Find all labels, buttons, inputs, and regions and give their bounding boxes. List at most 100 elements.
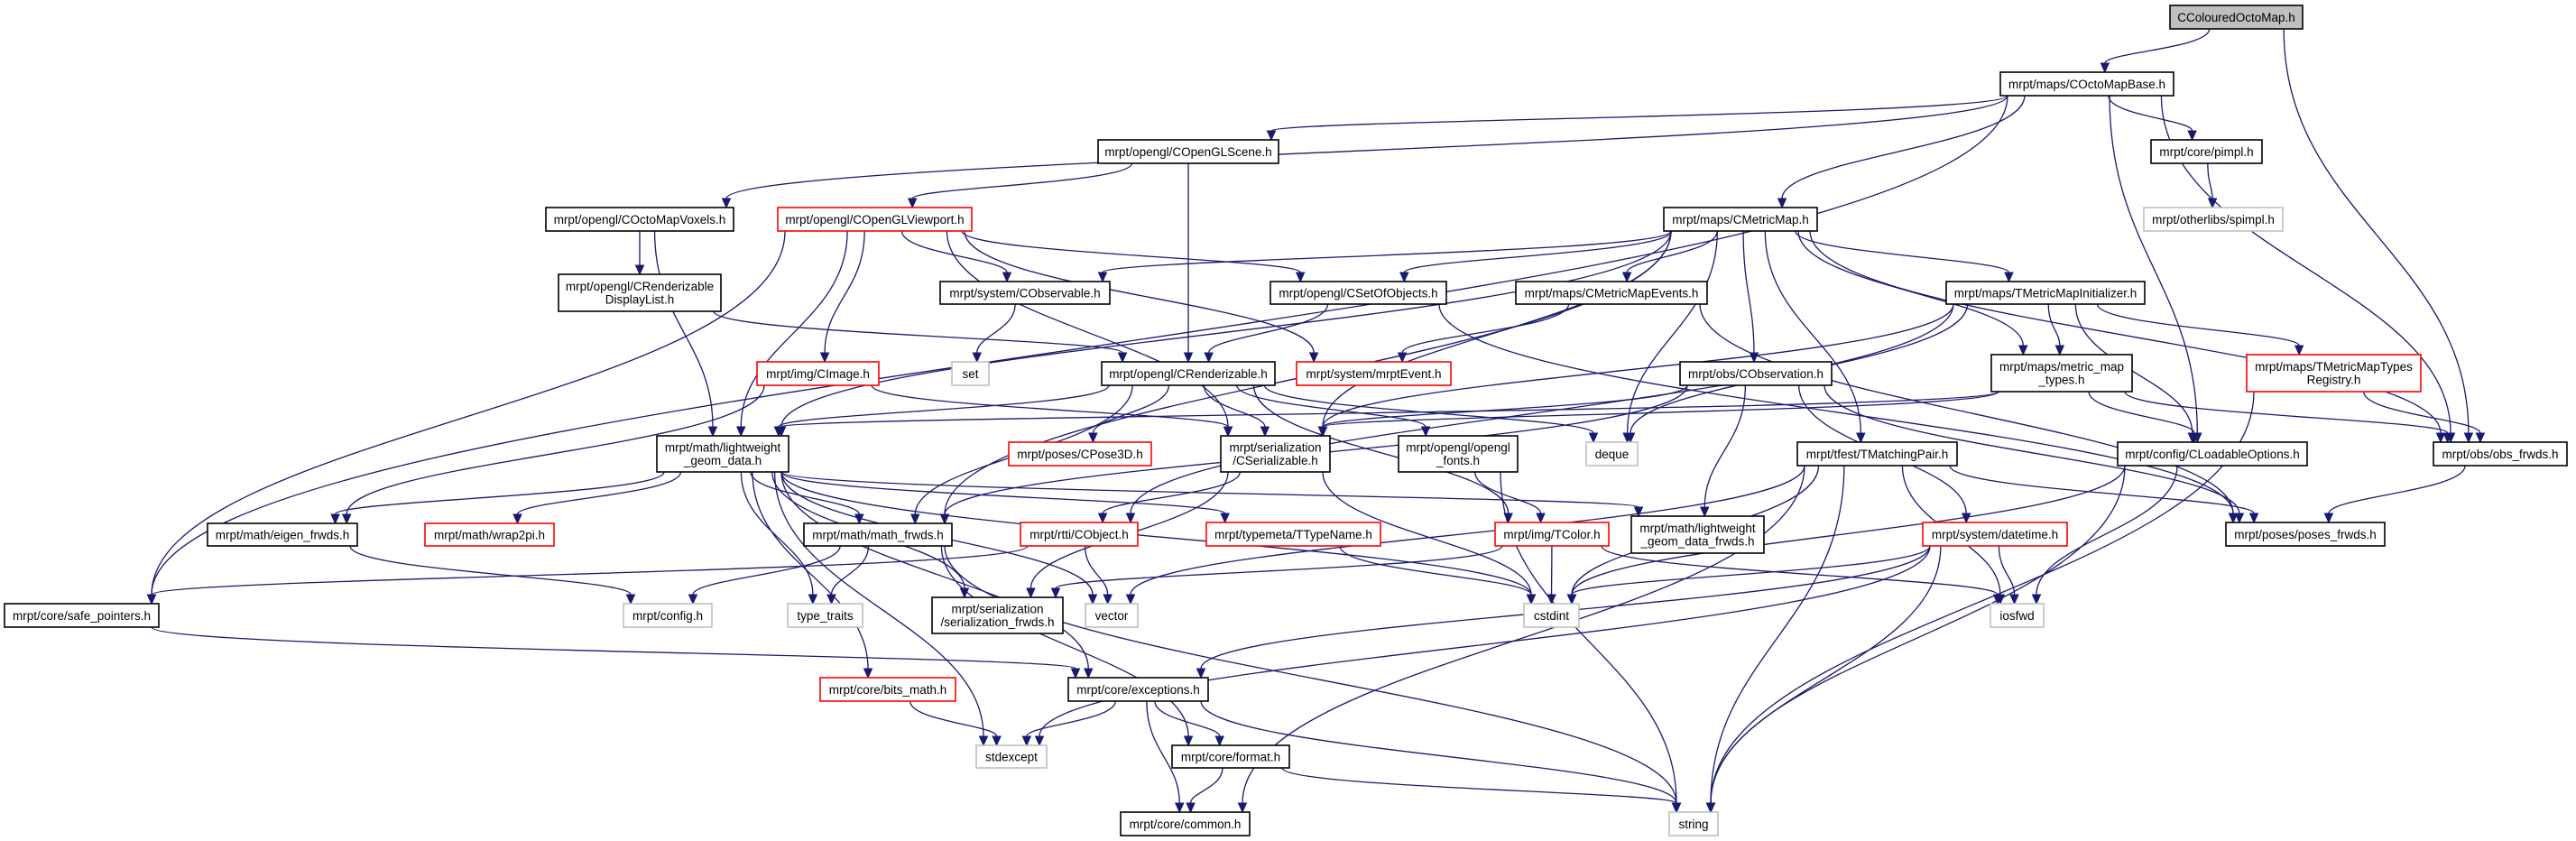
- edge-line: [1626, 230, 1718, 434]
- node-label: deque: [1595, 448, 1630, 461]
- arrowhead-icon: [2463, 432, 2474, 444]
- edge-line: [1189, 767, 1223, 804]
- node-string: string: [1668, 811, 1719, 836]
- node-mrpt-core-bits-math-h[interactable]: mrpt/core/bits_math.h: [819, 677, 956, 702]
- node-box: [1630, 515, 1765, 554]
- dependency-edge: [2108, 95, 2197, 142]
- node-mrpt-poses-cpose3d-h[interactable]: mrpt/poses/CPose3D.h: [1008, 441, 1152, 467]
- node-mrpt-opengl-copenglviewport-h[interactable]: mrpt/opengl/COpenGLViewport.h: [777, 207, 973, 232]
- node-mrpt-math-wrap2pi-h[interactable]: mrpt/math/wrap2pi.h: [424, 522, 555, 547]
- dependency-edge: [1566, 545, 1931, 605]
- arrowhead-icon: [1103, 594, 1113, 605]
- arrowhead-icon: [2248, 513, 2259, 524]
- node-mrpt-core-format-h[interactable]: mrpt/core/format.h: [1171, 744, 1290, 769]
- node-mrpt-otherlibs-spimpl-h: mrpt/otherlibs/spimpl.h: [2143, 207, 2284, 232]
- dependency-edge: [776, 391, 1999, 438]
- node-mrpt-core-common-h[interactable]: mrpt/core/common.h: [1120, 811, 1251, 836]
- node-label: _geom_data_frwds.h: [1639, 535, 1754, 549]
- node-box: [1220, 435, 1331, 473]
- node-label: cstdint: [1534, 609, 1569, 623]
- node-box: [939, 281, 1111, 305]
- node-mrpt-maps-coctomapbase-h[interactable]: mrpt/maps/COctoMapBase.h: [1999, 71, 2174, 97]
- arrowhead-icon: [2323, 513, 2334, 524]
- arrowhead-icon: [1420, 426, 1431, 438]
- node-mrpt-img-tcolor-h[interactable]: mrpt/img/TColor.h: [1494, 522, 1610, 547]
- node-mrpt-maps-cmetricmapevents-h[interactable]: mrpt/maps/CMetricMapEvents.h: [1515, 281, 1708, 305]
- arrowhead-icon: [978, 735, 989, 747]
- node-mrpt-core-pimpl-h[interactable]: mrpt/core/pimpl.h: [2150, 139, 2263, 164]
- dependency-edge: [907, 162, 1133, 209]
- node-mrpt-rtti-cobject-h[interactable]: mrpt/rtti/CObject.h: [1020, 522, 1139, 547]
- node-mrpt-opengl-copenglscene-h[interactable]: mrpt/opengl/COpenGLScene.h: [1097, 139, 1279, 164]
- node-mrpt-serialization-cserializable-h[interactable]: mrpt/serialization/CSerializable.h: [1220, 435, 1331, 473]
- edge-line: [151, 95, 2008, 596]
- node-mrpt-system-mrptevent-h[interactable]: mrpt/system/mrptEvent.h: [1296, 361, 1452, 386]
- edge-line: [151, 545, 1029, 596]
- node-mrpt-opengl-crenderizable-h[interactable]: mrpt/opengl/CRenderizable.h: [1101, 361, 1276, 386]
- dependency-edge: [1183, 163, 1194, 364]
- node-mrpt-serialization-serialization-frwds-h[interactable]: mrpt/serialization/serialization_frwds.h: [931, 596, 1064, 634]
- node-label: /serialization_frwds.h: [940, 615, 1054, 629]
- edge-line: [1026, 700, 1116, 737]
- edge-line: [1571, 545, 1931, 596]
- node-mrpt-maps-cmetricmap-h[interactable]: mrpt/maps/CMetricMap.h: [1663, 207, 1818, 232]
- node-box: [1120, 811, 1251, 836]
- dependency-edge: [871, 384, 1233, 438]
- arrowhead-icon: [1204, 352, 1214, 364]
- arrowhead-icon: [1397, 352, 1408, 364]
- dependency-edge: [826, 545, 870, 605]
- node-mrpt-maps-metric-map-types-h[interactable]: mrpt/maps/metric_map_types.h: [1990, 354, 2133, 393]
- node-mrpt-math-lightweight-geom-data-h[interactable]: mrpt/math/lightweight_geom_data.h: [656, 435, 789, 473]
- edge-line: [1781, 95, 2026, 199]
- node-label: mrpt/opengl/COpenGLScene.h: [1104, 145, 1271, 159]
- node-mrpt-math-eigen-frwds-h[interactable]: mrpt/math/eigen_frwds.h: [207, 522, 358, 547]
- node-box: [1679, 361, 1833, 386]
- node-label: mrpt/img/CImage.h: [766, 367, 870, 381]
- node-label: /CSerializable.h: [1233, 454, 1318, 467]
- node-mrpt-math-lightweight-geom-data-frwds-h[interactable]: mrpt/math/lightweight_geom_data_frwds.h: [1630, 515, 1765, 554]
- node-box: [931, 596, 1064, 634]
- node-mrpt-system-datetime-h[interactable]: mrpt/system/datetime.h: [1922, 522, 2068, 547]
- node-mrpt-poses-poses-frwds-h[interactable]: mrpt/poses/poses_frwds.h: [2225, 522, 2386, 547]
- dependency-edge: [146, 545, 1029, 605]
- node-label: mrpt/poses/CPose3D.h: [1017, 448, 1143, 461]
- node-mrpt-math-math-frwds-h[interactable]: mrpt/math/math_frwds.h: [803, 522, 953, 547]
- edge-line: [752, 471, 869, 670]
- edge-line: [780, 471, 1639, 508]
- node-mrpt-core-safe-pointers-h[interactable]: mrpt/core/safe_pointers.h: [4, 603, 160, 628]
- node-box: [819, 677, 956, 702]
- arrowhead-icon: [2442, 432, 2452, 444]
- edge-line: [1401, 303, 1570, 354]
- node-box: [4, 603, 160, 628]
- node-mrpt-opengl-coctomapvoxels-h[interactable]: mrpt/opengl/COctoMapVoxels.h: [545, 207, 734, 232]
- edge-line: [1130, 465, 1805, 596]
- node-box: [951, 361, 990, 386]
- edge-line: [725, 95, 2008, 199]
- node-mrpt-img-cimage-h[interactable]: mrpt/img/CImage.h: [756, 361, 880, 386]
- node-label: mrpt/serialization: [1229, 441, 1321, 455]
- dependency-edge: [752, 471, 873, 679]
- dependency-edge: [1097, 230, 1672, 283]
- node-mrpt-core-exceptions-h[interactable]: mrpt/core/exceptions.h: [1067, 677, 1209, 702]
- node-mrpt-system-cobservable-h[interactable]: mrpt/system/CObservable.h: [939, 281, 1111, 305]
- node-box: [2150, 139, 2263, 164]
- node-mrpt-opengl-csetofobjects-h[interactable]: mrpt/opengl/CSetOfObjects.h: [1270, 281, 1447, 305]
- edge-line: [349, 545, 632, 596]
- edge-line: [780, 471, 1226, 514]
- node-mrpt-config-cloadableoptions-h[interactable]: mrpt/config/CLoadableOptions.h: [2117, 441, 2308, 467]
- node-mrpt-tfest-tmatchingpair-h[interactable]: mrpt/tfest/TMatchingPair.h: [1796, 441, 1958, 467]
- node-label: mrpt/core/exceptions.h: [1076, 683, 1200, 697]
- edge-line: [740, 230, 848, 428]
- node-label: set: [962, 367, 978, 381]
- node-mrpt-obs-cobservation-h[interactable]: mrpt/obs/CObservation.h: [1679, 361, 1833, 386]
- node-mrpt-typemeta-ttypename-h[interactable]: mrpt/typemeta/TTypeName.h: [1205, 522, 1381, 547]
- node-label: DisplayList.h: [605, 293, 675, 307]
- node-mrpt-obs-obs-frwds-h[interactable]: mrpt/obs/obs_frwds.h: [2433, 441, 2568, 467]
- node-label: mrpt/maps/COctoMapBase.h: [2008, 78, 2165, 91]
- node-mrpt-opengl-opengl-fonts-h[interactable]: mrpt/opengl/opengl_fonts.h: [1398, 435, 1519, 473]
- edge-line: [964, 230, 1315, 354]
- node-mrpt-maps-tmetricmapinitializer-h[interactable]: mrpt/maps/TMetricMapInitializer.h: [1945, 281, 2146, 305]
- node-label: Registry.h: [2307, 374, 2361, 387]
